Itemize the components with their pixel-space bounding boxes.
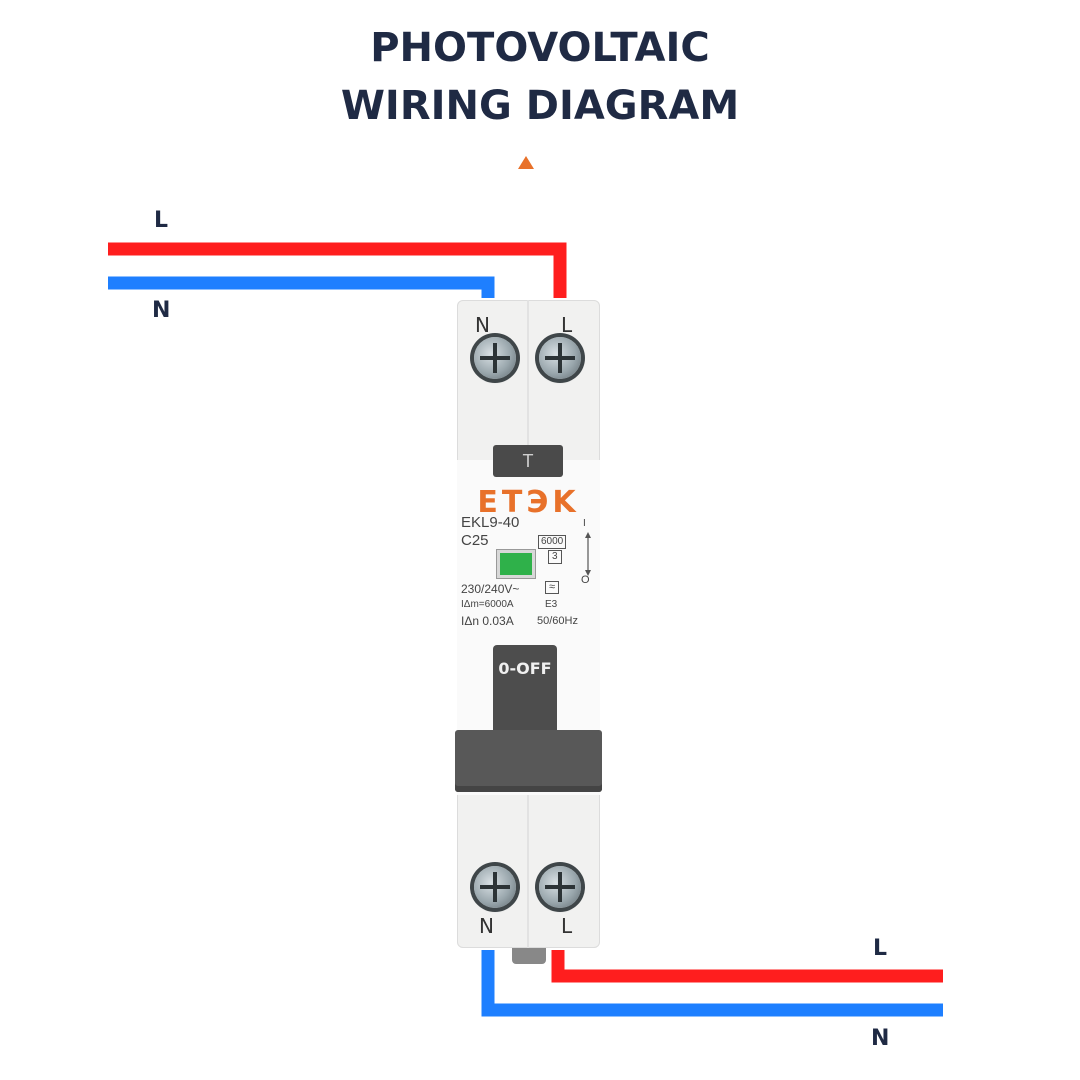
current-rating: C25 [461,532,489,549]
top-neutral-wire [108,276,495,298]
idn-rating: IΔn 0.03A [461,614,514,628]
top-terminal-l-label: L [561,313,573,337]
rcbo-breaker: N L T ETЭK EKL9-40 C25 6000 3 I O 230/24… [455,300,602,964]
terminal-screw-icon [474,337,516,379]
off-symbol: O [581,574,590,586]
page-title-line1: PHOTOVOLTAIC [370,25,710,71]
wire-label-bottom-l: L [873,936,888,961]
din-clip [512,948,546,964]
top-terminal-n-label: N [475,313,490,337]
brand-logo: ETЭK [477,485,580,520]
energy-class: 3 [548,550,562,564]
terminal-screw-icon [539,866,581,908]
status-indicator-window [497,550,535,578]
model-number: EKL9-40 [461,514,520,531]
breaking-capacity: 6000 [538,535,567,549]
switch-lever[interactable]: 0-OFF [493,645,557,735]
voltage-rating: 230/240V~ [461,582,520,596]
wire-label-bottom-n: N [871,1026,890,1051]
on-off-arrow-icon [585,532,591,576]
top-line-wire [108,242,567,298]
idm-rating: IΔm=6000A [461,599,514,610]
bottom-terminal-l-label: L [561,914,573,938]
on-symbol: I [583,518,586,529]
lever-label: 0-OFF [498,659,552,678]
triangle-marker-icon [518,156,534,169]
ac-wave-icon: ≈ [545,581,560,594]
bottom-terminal-n-label: N [479,914,494,938]
frequency-rating: 50/60Hz [537,615,578,627]
terminal-screw-icon [474,866,516,908]
page-title-line2: WIRING DIAGRAM [340,83,740,129]
e3-mark: E3 [545,599,558,610]
wire-label-top-n: N [152,298,171,323]
bottom-line-wire [551,950,943,983]
terminal-screw-icon [539,337,581,379]
test-button[interactable]: T [493,445,563,477]
wire-label-top-l: L [154,208,169,233]
lever-base [455,730,602,792]
bottom-neutral-wire [481,950,943,1017]
